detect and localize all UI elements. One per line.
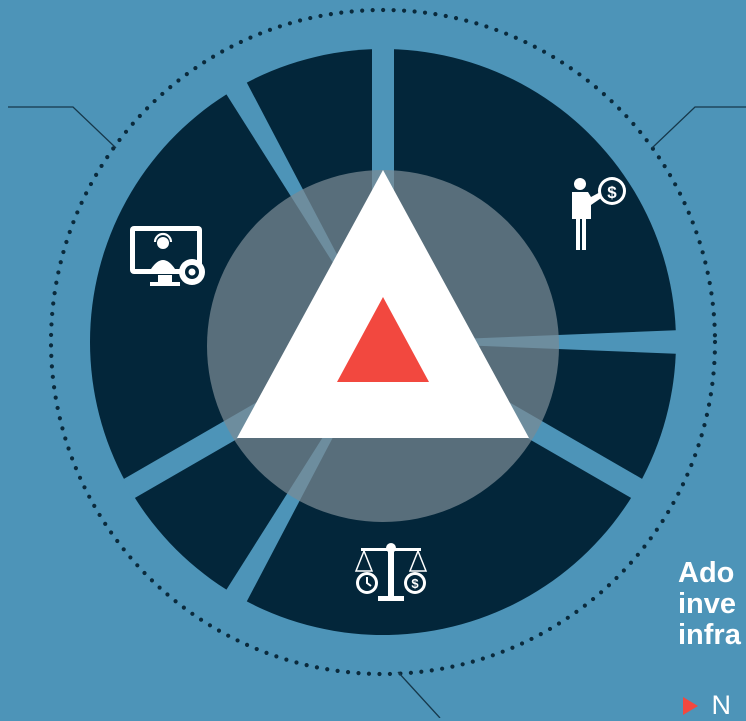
bullet-text: N	[711, 690, 731, 720]
svg-text:$: $	[411, 576, 419, 591]
center-red-triangle	[337, 297, 429, 382]
caption-line-3: infra	[678, 619, 741, 651]
caption-line-1: Ado	[678, 557, 735, 589]
leader-line-top-right	[651, 106, 746, 149]
red-arrow-bullet-icon	[683, 696, 698, 715]
caption-line-2: inve	[678, 588, 737, 620]
leader-line-top-left	[8, 106, 117, 149]
svg-text:$: $	[607, 183, 617, 202]
balance-scale-time-money-icon: $	[354, 543, 428, 601]
computer-support-gear-icon	[130, 226, 205, 286]
dotted-outer-ring	[48, 7, 718, 677]
leader-line-bottom	[397, 671, 441, 718]
cropped-caption: Ado inve infra	[678, 558, 746, 651]
businessman-dollar-icon: $	[572, 177, 626, 250]
caption-bullet: N	[683, 690, 731, 721]
